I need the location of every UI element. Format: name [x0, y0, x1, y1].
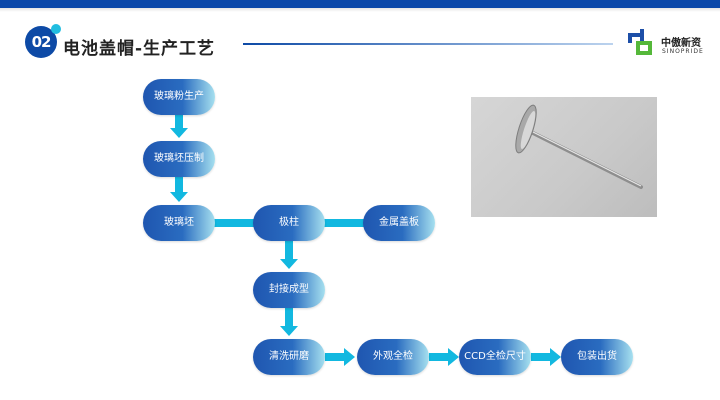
- page-title: 电池盖帽-生产工艺: [63, 39, 216, 59]
- arrow-right-icon: [448, 348, 459, 366]
- logo-text-cn: 中傲新资: [661, 38, 701, 49]
- connector: [175, 115, 183, 129]
- step-ccd-inspection: CCD全检尺寸: [459, 339, 531, 375]
- arrow-down-icon: [280, 259, 298, 269]
- logo-icon: [628, 29, 652, 55]
- connector: [175, 177, 183, 193]
- top-shadow: [0, 8, 720, 12]
- step-cleaning: 清洗研磨: [253, 339, 325, 375]
- arrow-right-icon: [550, 348, 561, 366]
- connector: [531, 353, 551, 361]
- step-pole: 极柱: [253, 205, 325, 241]
- step-sealing: 封接成型: [253, 272, 325, 308]
- step-glass-powder: 玻璃粉生产: [143, 79, 215, 115]
- connector: [429, 353, 449, 361]
- step-metal-cover: 金属盖板: [363, 205, 435, 241]
- connector: [285, 241, 293, 260]
- top-bar: [0, 0, 720, 8]
- connector: [285, 308, 293, 327]
- arrow-down-icon: [280, 326, 298, 336]
- badge-dot: [51, 24, 61, 34]
- step-glass-blank: 玻璃坯: [143, 205, 215, 241]
- title-rule: [243, 43, 613, 45]
- step-visual-inspection: 外观全检: [357, 339, 429, 375]
- logo-text-en: SINOPRIDE: [662, 48, 704, 55]
- arrow-right-icon: [344, 348, 355, 366]
- step-packing: 包装出货: [561, 339, 633, 375]
- arrow-down-icon: [170, 192, 188, 202]
- connector: [325, 353, 345, 361]
- arrow-down-icon: [170, 128, 188, 138]
- step-glass-pressing: 玻璃坯压制: [143, 141, 215, 177]
- product-photo: [471, 97, 657, 217]
